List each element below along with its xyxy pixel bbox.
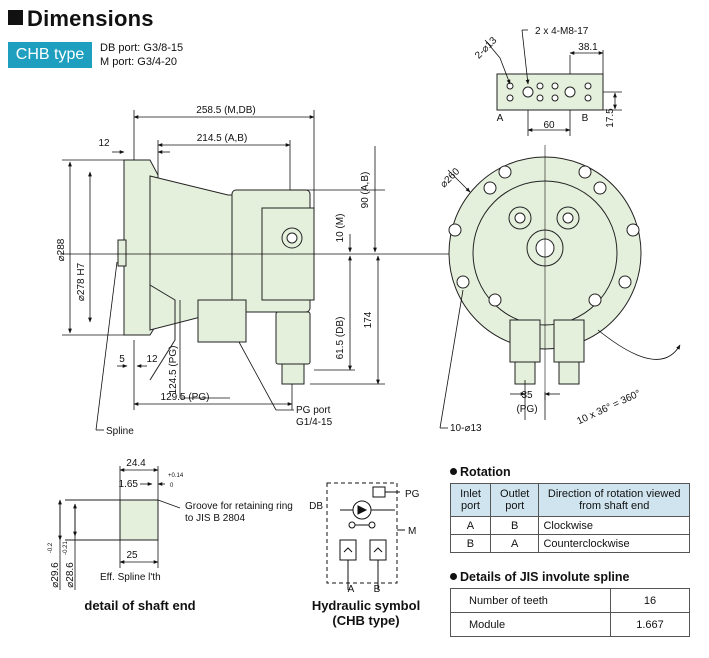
m-port-spec: M port: G3/4-20 [100,56,178,68]
spline-key: Number of teeth [450,588,611,613]
hydraulic-caption-type: (CHB type) [332,613,400,628]
hyd-m: M [408,526,416,537]
spline-value: 1.667 [610,612,690,637]
shaft-detail [65,499,159,541]
db-port-spec: DB port: G3/8-15 [100,42,184,54]
holes-label: 10-⌀13 [450,423,482,434]
dim-12-top: 12 [98,138,110,149]
tol-29-6: -0.2 [48,542,54,553]
dim-260: ⌀260 [438,166,462,190]
angle-label: 10 x 36° = 360° [575,388,642,427]
dim-25: 25 [126,550,138,561]
dim-38-1: 38.1 [578,42,598,53]
tol-zero: 0 [170,483,174,489]
bullet-icon [450,573,457,580]
header-direction: Direction of rotation viewed from shaft … [538,483,690,517]
outlet-cell: B [489,516,540,535]
port-plate [496,73,604,111]
hyd-db: DB [309,501,323,512]
dim-90: 90 (A,B) [360,172,371,209]
dim-12-bot: 12 [146,354,158,365]
inlet-cell: A [450,516,491,535]
rotation-heading: Rotation [450,465,511,479]
dim-28-6: ⌀28.6 [65,562,76,588]
direction-cell: Clockwise [538,516,690,535]
port-label-a: A [497,113,504,124]
header-outlet: Outlet port [489,483,540,517]
port-detail [496,73,604,111]
header-inlet: Inlet port [450,483,491,517]
lower-block [197,299,247,343]
inlet-cell: B [450,534,491,553]
spline-key: Module [450,612,611,637]
dim-258-5: 258.5 (M,DB) [196,105,255,116]
spline-heading-text: Details of JIS involute spline [460,570,630,584]
dim-174: 174 [363,311,374,328]
shaft-caption: detail of shaft end [84,598,196,613]
dim-5: 5 [119,354,125,365]
hyd-a: A [348,584,355,595]
direction-cell: Counterclockwise [538,534,690,553]
groove-label: Groove for retaining ring [185,501,293,512]
dim-35-pg: (PG) [516,404,537,415]
dim-124-5: 124.5 (PG) [168,346,179,395]
page-title: Dimensions [8,6,154,32]
spline-table: Number of teeth 16 Module 1.667 [450,588,690,637]
pg-port-size: G1/4-15 [296,417,333,428]
side-view [117,159,315,385]
bullet-icon [450,468,457,475]
dim-29-6: ⌀29.6 [50,562,61,588]
eff-spline-label: Eff. Spline l'th [100,572,161,583]
groove-std: to JIS B 2804 [185,513,245,524]
hyd-b: B [374,584,381,595]
relief-a [509,319,541,363]
hydraulic-caption: Hydraulic symbol [311,598,421,613]
dim-278: ⌀278 H7 [76,262,87,301]
spline-heading: Details of JIS involute spline [450,570,629,584]
dim-17-5: 17.5 [605,108,616,128]
table-row: B A Counterclockwise [450,534,690,553]
shaft-end [119,499,159,541]
dim-214-5: 214.5 (A,B) [197,133,248,144]
table-row: A B Clockwise [450,516,690,535]
dim-288: ⌀288 [56,238,67,261]
ports [508,206,580,230]
pg-port-label: PG port [296,405,331,416]
title-text: Dimensions [27,6,154,31]
hyd-pg: PG [405,489,420,500]
relief-b [553,319,585,363]
table-row: Module 1.667 [450,612,690,637]
dim-61-5: 61.5 (DB) [335,317,346,360]
dim-1-65: 1.65 [119,479,139,490]
table-row: Number of teeth 16 [450,588,690,613]
tol-28-6: -0.21 [63,541,69,555]
screws-label: 2 x 4-M8-17 [535,26,589,37]
relief-valve [275,311,311,365]
title-square-icon [8,10,23,25]
dim-60: 60 [543,120,555,131]
outlet-cell: A [489,534,540,553]
shaft [117,239,127,267]
spline-value: 16 [610,588,690,613]
dim-2-13: 2-⌀13 [473,35,499,61]
dim-10: 10 (M) [335,214,346,243]
mount-holes [448,165,640,307]
port-label-b: B [582,113,589,124]
hydraulic-symbol [326,482,405,590]
dim-35: 35 [521,390,533,401]
rotation-header-row: Inlet port Outlet port Direction of rota… [450,483,690,517]
spline-label: Spline [106,426,134,437]
rotation-table: Inlet port Outlet port Direction of rota… [450,483,690,553]
dim-24-4: 24.4 [126,458,146,469]
type-badge: CHB type [8,42,92,68]
tol-plus: +0.14 [168,473,184,479]
rotation-heading-text: Rotation [460,465,511,479]
dim-129-5: 129.5 (PG) [161,392,210,403]
